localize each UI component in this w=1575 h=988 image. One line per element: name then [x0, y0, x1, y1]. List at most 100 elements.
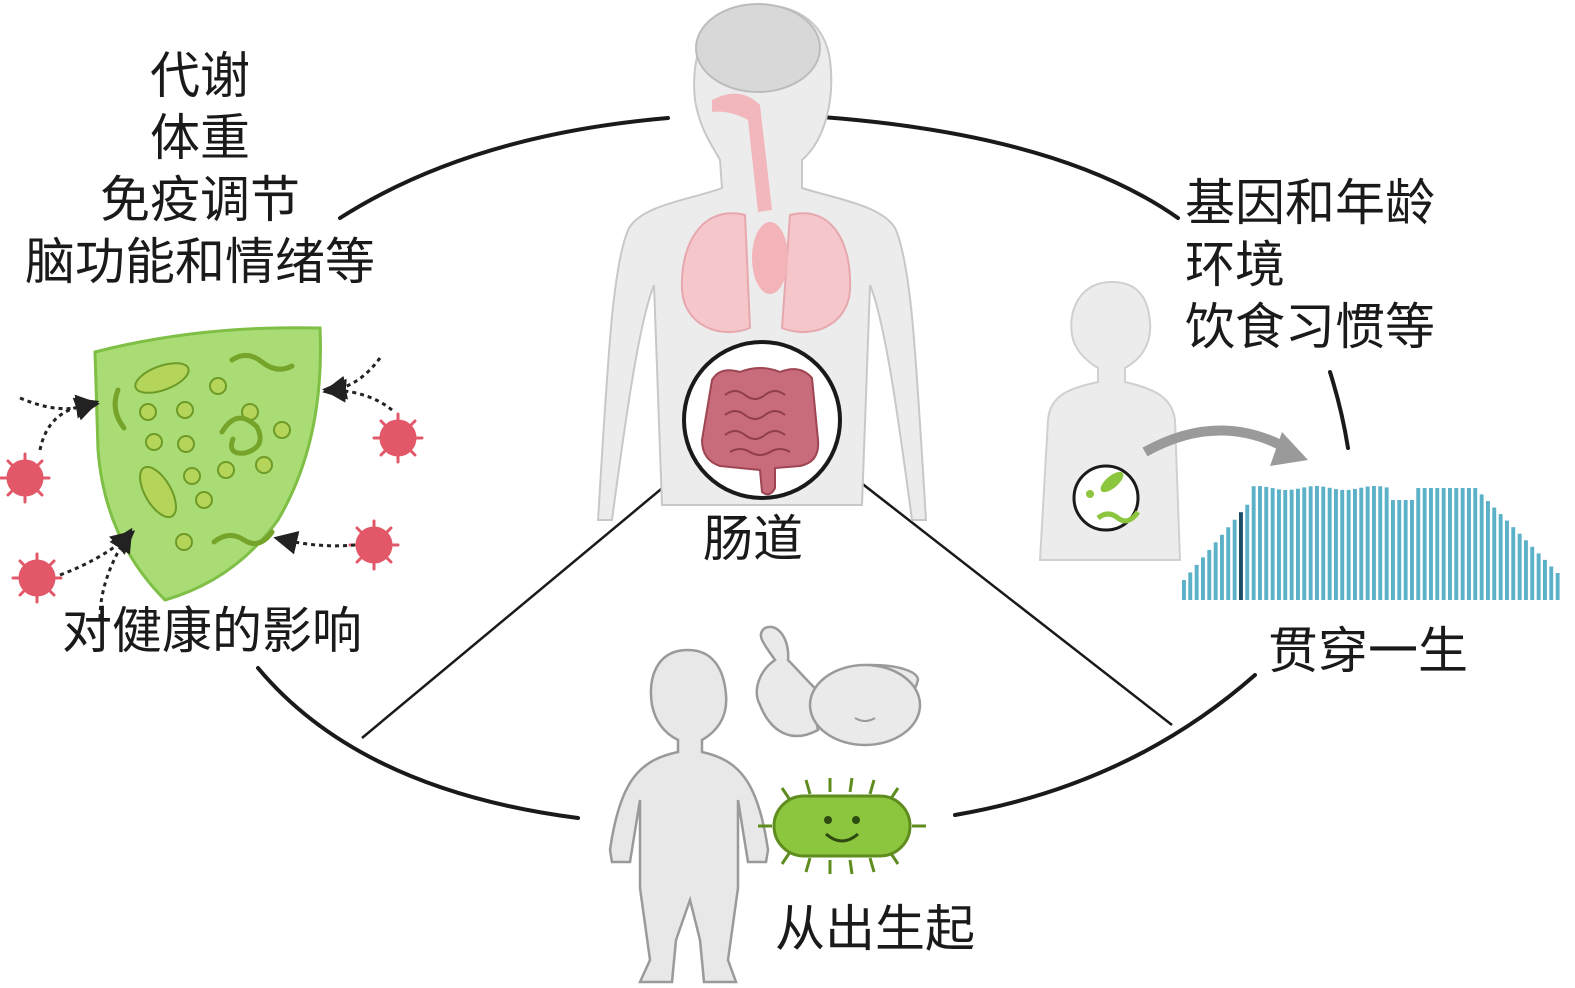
lifetime-bar: [1492, 507, 1497, 600]
lifetime-bar: [1524, 540, 1528, 600]
lifetime-bar: [1460, 488, 1465, 600]
attack-arrows: [19, 357, 393, 619]
lifetime-bar: [1498, 514, 1503, 600]
lifetime-bar: [1334, 489, 1338, 600]
right-lung: [780, 212, 852, 333]
gut-label: 肠道: [703, 510, 803, 568]
lifetime-bar: [1245, 504, 1250, 600]
lifetime-bar: [1289, 489, 1294, 600]
lifetime-bar: [1226, 527, 1231, 600]
lifetime-bar: [1182, 580, 1186, 600]
gut-zoom-circle: [1072, 464, 1140, 532]
baby-figure: [608, 648, 770, 984]
lifetime-bar: [1270, 488, 1275, 600]
lifetime-bar: [1448, 488, 1452, 600]
cycle-arcs: [256, 115, 1350, 820]
protective-shield: [93, 326, 322, 602]
factor-environment: 环境: [1185, 236, 1285, 294]
lifetime-bar: [1302, 487, 1307, 600]
health-effects-list: 代谢 体重 免疫调节 脑功能和情绪等: [0, 45, 400, 293]
left-lung: [680, 212, 752, 333]
lifetime-bar: [1378, 486, 1383, 600]
intestine-colon: [700, 367, 820, 496]
lifetime-bar: [1416, 488, 1421, 600]
lifetime-bar: [1207, 549, 1212, 600]
factor-genes-age: 基因和年龄: [1185, 174, 1435, 232]
from-birth-label: 从出生起: [775, 900, 975, 958]
lifetime-bar: [1517, 533, 1522, 600]
lifetime-bar: [1201, 557, 1205, 600]
lifetime-bar: [1264, 486, 1269, 600]
lifetime-bar: [1555, 573, 1560, 600]
lifetime-bar: [1188, 572, 1193, 600]
lifetime-bar: [1486, 501, 1490, 600]
arc-top-left: [338, 116, 670, 220]
lifetime-bar: [1321, 486, 1326, 600]
effect-brain-mood: 脑功能和情绪等: [25, 233, 375, 291]
pathogen-1: [0, 452, 51, 504]
lifetime-bar: [1454, 488, 1459, 600]
pathogen-2: [372, 412, 424, 464]
lifetime-bar: [1220, 534, 1224, 600]
lifetime-bar: [1410, 500, 1414, 600]
effect-immune: 免疫调节: [100, 171, 300, 229]
lifetime-bar: [1391, 500, 1395, 600]
lifetime-bar: [1327, 487, 1332, 600]
smiling-bacterium-icon: [758, 777, 926, 875]
lifetime-bar: [1239, 512, 1243, 600]
lifetime-bar: [1353, 489, 1357, 600]
lifetime-bar: [1365, 486, 1370, 600]
pathogen-4: [11, 552, 63, 604]
lifetime-bar: [1403, 500, 1408, 600]
line-gut-right: [841, 467, 1173, 726]
embryo-figure: [755, 625, 922, 747]
curved-arrow: [1142, 425, 1293, 457]
arc-bottom-right: [953, 673, 1257, 817]
gut-magnifier: [682, 340, 842, 500]
lifetime-bar: [1473, 488, 1478, 600]
brain: [695, 3, 821, 93]
factor-diet: 饮食习惯等: [1185, 298, 1435, 356]
pathogens: [0, 412, 424, 604]
shield-microbes: [134, 362, 291, 551]
effect-metabolism: 代谢: [150, 47, 250, 105]
lifetime-bar: [1397, 500, 1402, 600]
arc-right-pointer: [1328, 370, 1350, 450]
lifetime-bar: [1441, 488, 1446, 600]
lifetime-bar: [1384, 487, 1389, 600]
lifetime-bar: [1277, 489, 1281, 600]
lifetime-bar: [1543, 559, 1547, 600]
lifetime-bar: [1467, 488, 1471, 600]
lifetime-label: 贯穿一生: [1268, 622, 1468, 680]
human-body-figure: [596, 3, 928, 521]
lifetime-bars: [1182, 486, 1560, 600]
lifetime-bar: [1296, 488, 1300, 600]
lifetime-bar: [1308, 486, 1313, 600]
lifetime-bar: [1479, 494, 1484, 600]
influencing-factors-list: 基因和年龄 环境 饮食习惯等: [1185, 172, 1435, 358]
lifetime-bar: [1283, 490, 1288, 600]
line-gut-left: [361, 464, 691, 739]
lifetime-bar: [1232, 519, 1237, 600]
lifetime-bar: [1346, 489, 1351, 600]
lifetime-bar: [1505, 520, 1509, 600]
lifetime-bar: [1530, 546, 1535, 600]
lifetime-bar: [1315, 486, 1319, 600]
lifetime-bar: [1251, 486, 1256, 600]
lifetime-bar: [1435, 488, 1440, 600]
lifetime-bar: [1372, 486, 1376, 600]
lifetime-bar: [1511, 527, 1516, 600]
triangle-lines: [361, 464, 1173, 739]
child-figure-right: [1038, 280, 1308, 561]
effect-weight: 体重: [150, 109, 250, 167]
lifetime-bar: [1194, 564, 1199, 600]
esophagus: [712, 93, 772, 212]
arc-top-right: [820, 115, 1180, 220]
lifetime-bar: [1549, 566, 1554, 600]
lifetime-bar: [1359, 487, 1364, 600]
health-impact-caption: 对健康的影响: [62, 602, 362, 660]
lifetime-bar: [1422, 488, 1427, 600]
lifetime-bar: [1429, 488, 1433, 600]
